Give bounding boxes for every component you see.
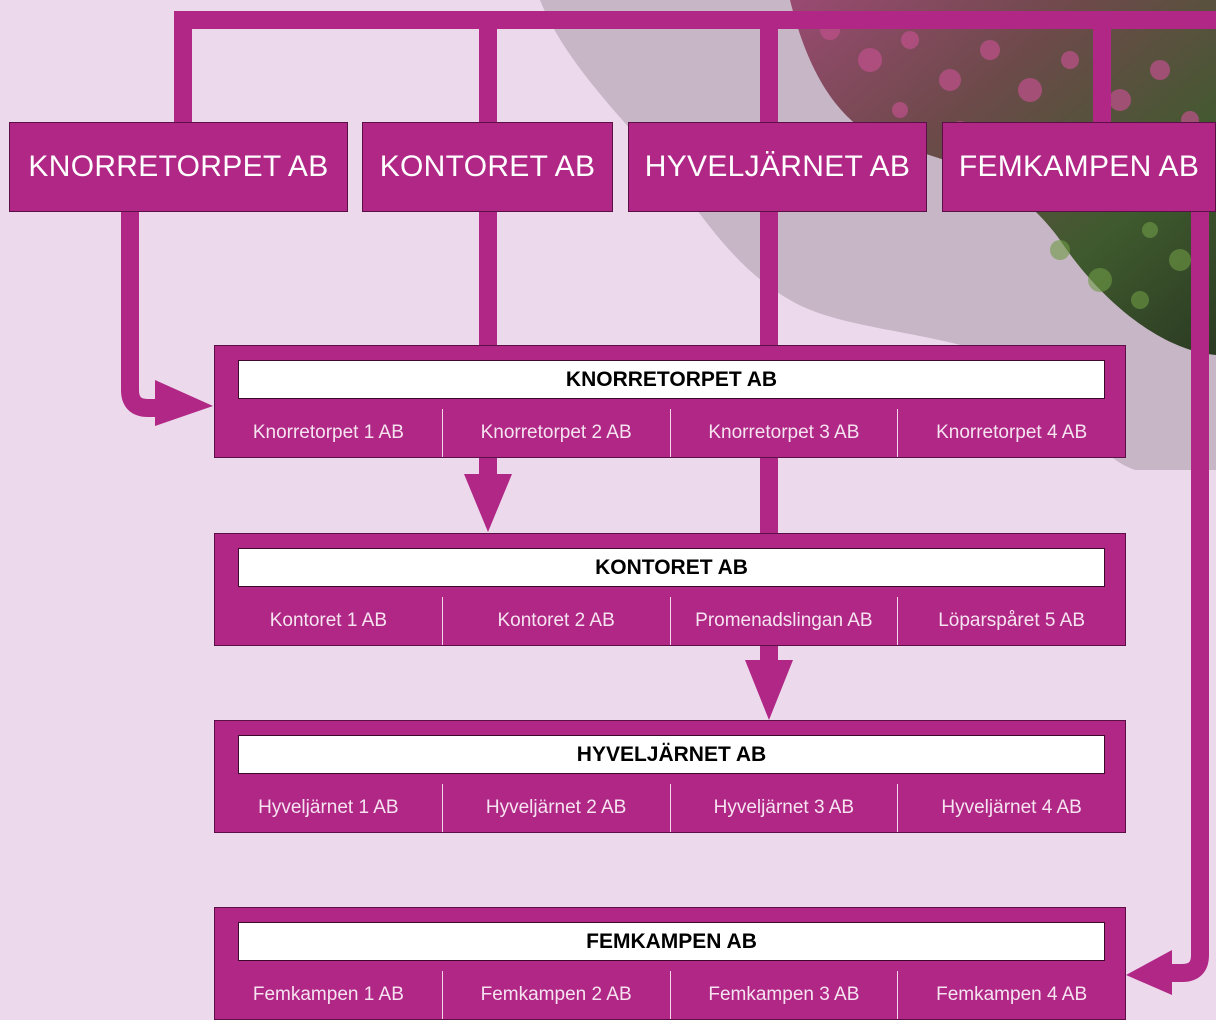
arrowhead-g1-g2 (464, 474, 512, 532)
arrowhead-g1-left (155, 380, 213, 426)
subsidiary-cell: Knorretorpet 1 AB (252, 422, 404, 443)
arrowhead-g2-g3 (745, 660, 793, 720)
subsidiary-cell: Promenadslingan AB (669, 597, 898, 645)
top-company-label: KNORRETORPET AB (28, 150, 329, 183)
subsidiary-row: Hyveljärnet 1 AB Hyveljärnet 2 AB Hyvelj… (215, 784, 1125, 832)
subsidiary-cell: Hyveljärnet 2 AB (441, 784, 670, 832)
top-company-box-knorretorpet: KNORRETORPET AB (9, 122, 348, 212)
group-title: KNORRETORPET AB (238, 360, 1105, 399)
top-company-label: KONTORET AB (379, 150, 596, 183)
subsidiary-cell: Femkampen 3 AB (669, 971, 898, 1019)
subsidiary-cell: Femkampen 2 AB (441, 971, 670, 1019)
connector-knorretorpet (121, 212, 168, 417)
subsidiary-row: Femkampen 1 AB Femkampen 2 AB Femkampen … (215, 971, 1125, 1019)
subsidiary-cell: Hyveljärnet 1 AB (258, 797, 399, 818)
subsidiary-row: Kontoret 1 AB Kontoret 2 AB Promenadslin… (215, 597, 1125, 645)
subsidiary-cell: Knorretorpet 2 AB (441, 409, 670, 457)
subsidiary-row: Knorretorpet 1 AB Knorretorpet 2 AB Knor… (215, 409, 1125, 457)
group-kontoret: KONTORET AB Kontoret 1 AB Kontoret 2 AB … (214, 533, 1126, 646)
group-knorretorpet: KNORRETORPET AB Knorretorpet 1 AB Knorre… (214, 345, 1126, 458)
arrowhead-g4-right (1126, 950, 1172, 995)
subsidiary-cell: Hyveljärnet 3 AB (669, 784, 898, 832)
subsidiary-cell: Löparspåret 5 AB (897, 597, 1125, 645)
subsidiary-cell: Kontoret 2 AB (441, 597, 670, 645)
top-company-box-hyveljarnet: HYVELJÄRNET AB (628, 122, 927, 212)
group-hyveljarnet: HYVELJÄRNET AB Hyveljärnet 1 AB Hyveljär… (214, 720, 1126, 833)
subsidiary-cell: Hyveljärnet 4 AB (897, 784, 1125, 832)
group-title: HYVELJÄRNET AB (238, 735, 1105, 774)
subsidiary-cell: Knorretorpet 3 AB (669, 409, 898, 457)
connector-femkampen (1168, 212, 1209, 982)
group-title: KONTORET AB (238, 548, 1105, 587)
subsidiary-cell: Kontoret 1 AB (269, 610, 387, 631)
top-company-label: HYVELJÄRNET AB (644, 150, 911, 183)
subsidiary-cell: Femkampen 4 AB (897, 971, 1125, 1019)
subsidiary-cell: Knorretorpet 4 AB (897, 409, 1125, 457)
top-company-label: FEMKAMPEN AB (958, 150, 1200, 183)
top-company-box-femkampen: FEMKAMPEN AB (942, 122, 1216, 212)
subsidiary-cell: Femkampen 1 AB (252, 984, 404, 1005)
group-femkampen: FEMKAMPEN AB Femkampen 1 AB Femkampen 2 … (214, 907, 1126, 1020)
grass-texture (1050, 222, 1191, 309)
top-company-box-kontoret: KONTORET AB (362, 122, 613, 212)
group-title: FEMKAMPEN AB (238, 922, 1105, 961)
